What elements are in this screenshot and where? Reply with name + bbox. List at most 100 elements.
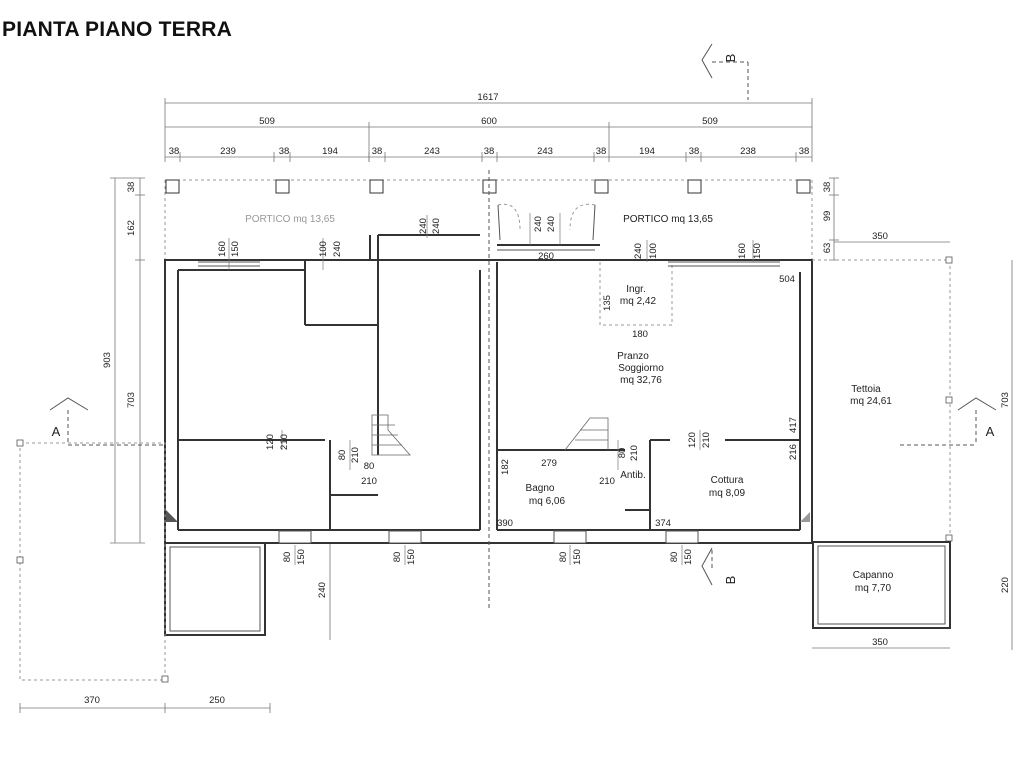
room-antibagno: Antib. [620, 470, 646, 481]
room-soggiorno-area: mq 32,76 [620, 375, 662, 386]
room-tettoia-area: mq 24,61 [850, 396, 892, 407]
left-dimension-lines [110, 177, 331, 640]
dim-r3: 38 [372, 146, 383, 157]
dim-350-capanno: 350 [872, 637, 888, 648]
dim-374: 374 [655, 518, 671, 529]
opening-h-150-b2: 150 [406, 549, 417, 565]
room-tettoia-name: Tettoia [851, 384, 881, 395]
opening-h-210-left-b: 210 [350, 447, 361, 463]
dim-600: 600 [481, 116, 497, 127]
dim-390: 390 [497, 518, 513, 529]
bottom-dimension-lines [19, 703, 271, 713]
room-cottura-name: Cottura [711, 475, 744, 486]
dim-r3: 194 [639, 146, 655, 157]
opening-h-210-antib: 210 [629, 445, 640, 461]
dim-370: 370 [84, 695, 100, 706]
section-marker-b-bottom [701, 547, 713, 586]
opening-h-150-b3: 150 [572, 549, 583, 565]
section-marker-a-right [900, 397, 997, 446]
dim-903: 903 [102, 352, 113, 368]
section-label-a-left: A [52, 424, 61, 439]
dim-r3: 38 [279, 146, 290, 157]
opening-w-100-left: 100 [318, 241, 329, 257]
room-ingresso-name: Ingr. [626, 284, 645, 295]
section-label-b-top: B [723, 54, 738, 63]
opening-h-210-left: 210 [279, 434, 290, 450]
room-portico-right: PORTICO mq 13,65 [623, 214, 713, 225]
dim-509-left: 509 [259, 116, 275, 127]
corner-marker-left [166, 510, 178, 522]
opening-w-160-right: 160 [737, 243, 748, 259]
dim-r3: 194 [322, 146, 338, 157]
opening-markers [228, 213, 754, 565]
dim-r3: 38 [596, 146, 607, 157]
opening-w-80-left: 80 [337, 450, 348, 461]
opening-w-80-b4: 80 [669, 552, 680, 563]
room-capanno-name: Capanno [853, 570, 894, 581]
room-cottura-area: mq 8,09 [709, 488, 746, 499]
capanno-outline [812, 541, 951, 629]
dim-210-bagno: 210 [599, 476, 615, 487]
ingresso-outline [599, 262, 673, 326]
dim-210-horiz: 210 [361, 476, 377, 487]
dim-r3: 38 [169, 146, 180, 157]
room-ingresso-area: mq 2,42 [620, 296, 657, 307]
opening-h-210-cottura: 210 [701, 432, 712, 448]
opening-w-240-a: 240 [418, 218, 429, 234]
stairs-left [371, 414, 411, 456]
dim-180: 180 [632, 329, 648, 340]
dim-417: 417 [788, 417, 799, 433]
tettoia-outline [812, 256, 953, 542]
dim-504: 504 [779, 274, 795, 285]
dim-r3: 239 [220, 146, 236, 157]
opening-w-80-b1: 80 [282, 552, 293, 563]
opening-w-120-cottura: 120 [687, 432, 698, 448]
dim-r3: 38 [689, 146, 700, 157]
stairs-right [564, 417, 609, 451]
page-title: PIANTA PIANO TERRA [2, 18, 232, 41]
dim-182: 182 [500, 459, 511, 475]
opening-h-240-b: 240 [546, 216, 557, 232]
dim-99: 99 [822, 211, 833, 222]
section-marker-b-top [701, 43, 749, 100]
dim-38-right: 38 [822, 182, 833, 193]
opening-w-80-antib: 80 [617, 448, 628, 459]
room-soggiorno-line1: Pranzo [617, 351, 649, 362]
dim-240-bottom: 240 [317, 582, 328, 598]
dim-350-tettoia: 350 [872, 231, 888, 242]
dim-total-width: 1617 [477, 92, 498, 103]
dim-250: 250 [209, 695, 225, 706]
top-dimension-lines [164, 98, 813, 162]
portico-pillars [165, 179, 811, 194]
section-marker-a-left [49, 397, 165, 446]
room-soggiorno-line2: Soggiorno [618, 363, 664, 374]
dim-r3: 38 [799, 146, 810, 157]
section-label-a-right: A [986, 424, 995, 439]
dim-703-left: 703 [126, 392, 137, 408]
dim-509-right: 509 [702, 116, 718, 127]
room-portico-left: PORTICO mq 13,65 [245, 214, 335, 225]
opening-w-240-b: 240 [533, 216, 544, 232]
windows-bottom [278, 530, 699, 544]
dim-63: 63 [822, 243, 833, 254]
room-capanno-area: mq 7,70 [855, 583, 892, 594]
right-dimension-lines [812, 177, 1013, 650]
dim-216: 216 [788, 444, 799, 460]
opening-h-150-b1: 150 [296, 549, 307, 565]
dim-135: 135 [602, 295, 613, 311]
opening-h-150-b4: 150 [683, 549, 694, 565]
opening-w-120-left: 120 [265, 434, 276, 450]
portico-outline [164, 179, 813, 260]
opening-w-100-ingr: 100 [648, 243, 659, 259]
opening-h-240-a: 240 [431, 218, 442, 234]
dim-80-horiz: 80 [364, 461, 375, 472]
dim-r3: 243 [537, 146, 553, 157]
opening-h-150-left: 150 [230, 241, 241, 257]
opening-w-80-b3: 80 [558, 552, 569, 563]
corner-marker-right [800, 512, 810, 522]
section-label-b-bottom: B [723, 576, 738, 585]
dim-38-left: 38 [126, 182, 137, 193]
opening-w-80-b2: 80 [392, 552, 403, 563]
opening-h-240-left: 240 [332, 241, 343, 257]
